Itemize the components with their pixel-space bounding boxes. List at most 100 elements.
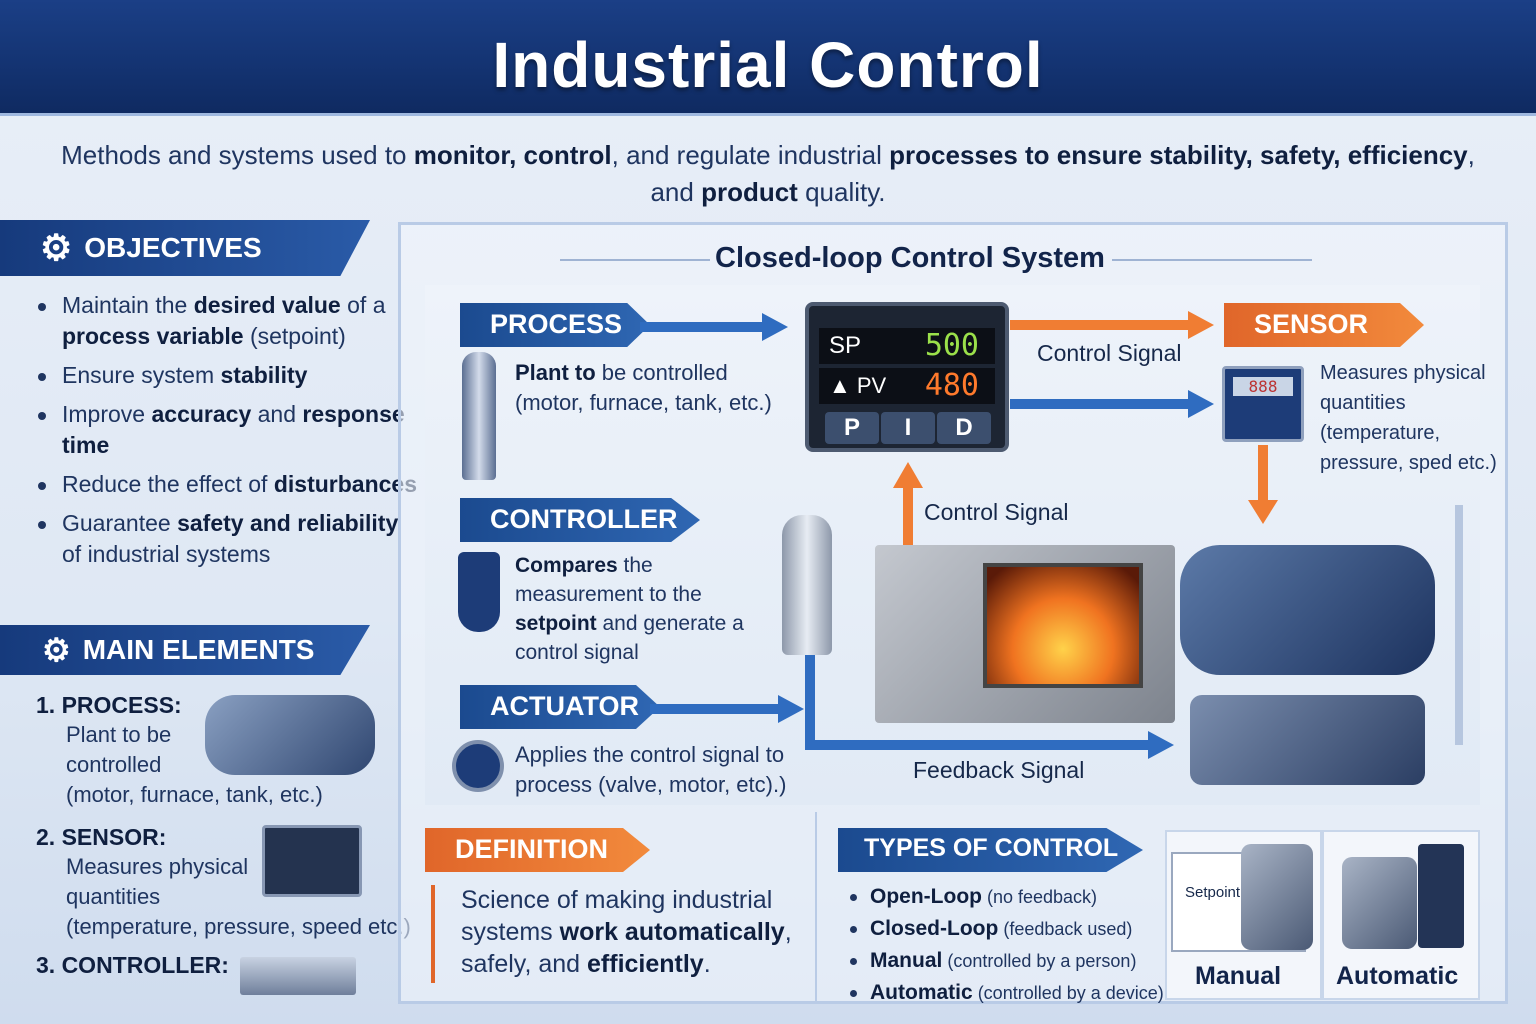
element-text: Plant to be controlled (motor, furnace, … <box>66 722 323 807</box>
element-text: Measures physical quantities (temperatur… <box>66 854 411 939</box>
element-text-wrap: Plant to be controlled (motor, furnace, … <box>36 720 431 810</box>
text-segment: Science of making industrial systems <box>461 886 773 946</box>
sp-value: 500 <box>924 328 979 363</box>
text-segment: Measures <box>1320 362 1408 384</box>
pump-motor-illustration <box>1180 545 1435 675</box>
type-item: Closed-Loop (feedback used) <box>848 913 1158 945</box>
objectives-title: OBJECTIVES <box>84 232 262 263</box>
text-segment: (feedback used) <box>998 919 1133 939</box>
feedback-signal-label: Feedback Signal <box>913 757 1085 783</box>
emphasis-text: Closed-Loop <box>870 917 999 940</box>
arrow-head <box>778 695 804 723</box>
objectives-banner: ⚙ OBJECTIVES <box>0 220 370 276</box>
text-segment: (controlled by a person) <box>942 951 1137 971</box>
objective-item: Maintain the desired value of a process … <box>36 290 421 352</box>
controller-device-illustration <box>240 957 356 995</box>
emphasis-text: Manual <box>870 949 943 972</box>
divider <box>560 259 710 261</box>
emphasis-text: product <box>701 177 798 207</box>
arrow-head <box>893 462 923 488</box>
divider <box>1112 259 1312 261</box>
types-list: Open-Loop (no feedback) Closed-Loop (fee… <box>848 881 1164 1009</box>
cog-icon: ⚙ <box>42 632 71 668</box>
emphasis-text: work automatically <box>559 918 785 946</box>
text-segment: , and <box>650 140 1475 207</box>
pipe-line <box>1455 505 1463 745</box>
text-segment: the measurement to the <box>515 554 702 606</box>
main-element-sensor: 2. SENSOR: Measures physical quantities … <box>36 822 431 942</box>
text-segment: Improve <box>62 401 152 427</box>
type-item: Automatic (controlled by a device) <box>848 977 1164 1009</box>
page-title: Industrial Control <box>492 29 1044 101</box>
main-elements-banner: ⚙ MAIN ELEMENTS <box>0 625 370 675</box>
pid-controller: SP 500 ▲ PV 480 P I D <box>805 302 1009 452</box>
text-segment: , and regulate industrial <box>611 140 890 170</box>
sensor-device-illustration <box>262 825 362 897</box>
text-segment: (no feedback) <box>981 887 1098 907</box>
sensor-display: 888 <box>1233 377 1293 396</box>
arrow-head <box>762 313 788 341</box>
text-segment: and generate a control signal <box>515 612 744 664</box>
pv-label: ▲ PV <box>829 373 887 398</box>
definition-accent-bar <box>431 885 435 983</box>
manual-card: Setpoint Manual <box>1165 830 1322 1000</box>
tank-icon <box>462 352 496 480</box>
text-segment: physical quantities (temperature, pressu… <box>1320 362 1497 474</box>
sensor-tag: SENSOR <box>1224 303 1424 347</box>
i-button[interactable]: I <box>881 412 935 444</box>
emphasis-text: Plant to <box>515 360 596 385</box>
divider <box>815 812 817 1004</box>
arrow-head <box>1248 500 1278 524</box>
emphasis-text: disturbances <box>273 471 417 497</box>
definition-text: Science of making industrial systems wor… <box>461 884 801 980</box>
text-segment: Ensure system <box>62 362 221 388</box>
types-tag: TYPES OF CONTROL <box>838 828 1143 872</box>
d-button[interactable]: D <box>937 412 991 444</box>
arrow <box>640 322 765 332</box>
automatic-card: Automatic <box>1322 830 1480 1000</box>
arrow <box>650 704 780 714</box>
pv-display: ▲ PV 480 <box>819 368 995 404</box>
objective-item: Ensure system stability <box>36 360 421 391</box>
text-segment: Applies the control signal <box>515 742 760 767</box>
element-heading: 3. CONTROLLER: <box>36 952 229 978</box>
text-segment: (controlled by a device) <box>972 983 1164 1003</box>
actuator-tag: ACTUATOR <box>460 685 660 729</box>
text-segment: Guarantee <box>62 510 178 536</box>
arrow-head <box>1148 731 1174 759</box>
emphasis-text: response time <box>62 401 405 458</box>
feedback-signal-arrow <box>805 740 1150 750</box>
text-segment: and <box>251 401 303 427</box>
arrow-head <box>1188 311 1214 339</box>
furnace-illustration <box>875 545 1175 723</box>
gauge-sensor-illustration <box>782 515 832 655</box>
text-segment: of a <box>340 292 386 318</box>
text-segment: , safely, and <box>461 918 792 978</box>
emphasis-text: stability <box>220 362 308 388</box>
emphasis-text: monitor, control <box>413 140 612 170</box>
setpoint-display: SP 500 <box>819 328 995 364</box>
arrow-head <box>1188 390 1214 418</box>
process-description: Plant to be controlled (motor, furnace, … <box>515 358 785 418</box>
subtitle: Methods and systems used to monitor, con… <box>60 137 1476 211</box>
text-segment: Reduce the effect of <box>62 471 274 497</box>
text-segment: be controlled (motor, furnace, tank, etc… <box>515 360 772 415</box>
type-item: Manual (controlled by a person) <box>848 945 1158 977</box>
text-segment: Maintain the <box>62 292 194 318</box>
header-band <box>0 0 1536 116</box>
gear-icon: ⚙ <box>40 227 73 268</box>
emphasis-text: process variable <box>62 323 244 349</box>
controller-tag: CONTROLLER <box>460 498 700 542</box>
sensor-device-icon: 888 <box>1222 366 1304 442</box>
element-heading: 1. PROCESS: <box>36 692 182 718</box>
emphasis-text: setpoint <box>515 612 597 635</box>
sensor-description: Measures physical quantities (temperatur… <box>1320 358 1500 478</box>
control-signal-arrow <box>1010 320 1190 330</box>
emphasis-text: Compares <box>515 554 618 577</box>
sensor-down-arrow <box>1258 445 1268 505</box>
sp-label: SP <box>829 332 862 359</box>
p-button[interactable]: P <box>825 412 879 444</box>
text-segment: quality. <box>797 177 886 207</box>
diagram-title: Closed-loop Control System <box>715 242 1105 274</box>
control-signal-label: Control Signal <box>924 499 1069 525</box>
